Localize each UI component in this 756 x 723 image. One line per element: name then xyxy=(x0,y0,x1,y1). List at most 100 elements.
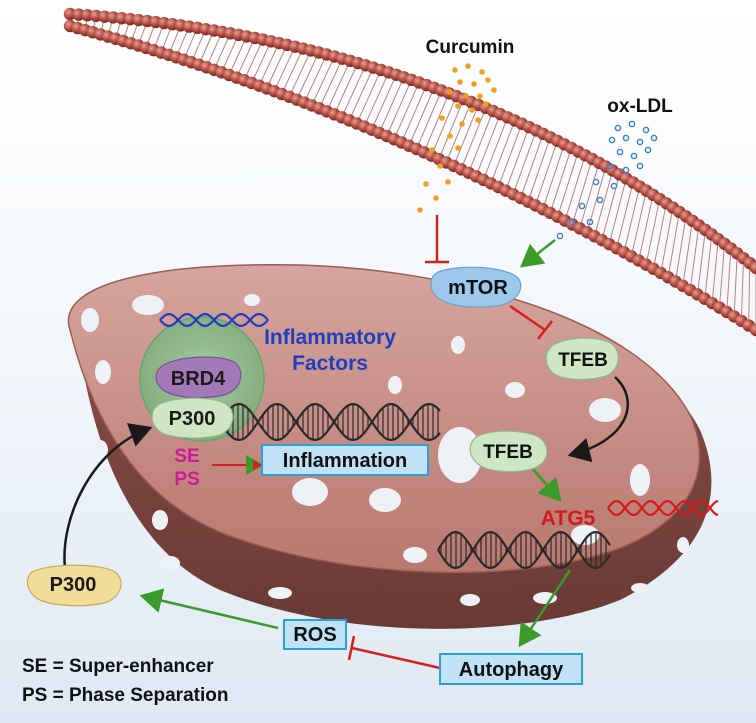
oxldl-particle xyxy=(622,166,630,174)
dna-strand xyxy=(437,530,611,570)
lipid-tail xyxy=(453,104,479,167)
oxldl-particle xyxy=(642,126,650,134)
oxldl-particle xyxy=(630,152,638,160)
p300-nucleus-label: P300 xyxy=(169,408,216,430)
cell-membrane-inner-leaflet xyxy=(63,19,756,337)
p300-cytoplasm-protein xyxy=(26,564,122,607)
lipid-tail xyxy=(674,216,687,282)
oxldl-particle xyxy=(568,218,576,226)
inflammatory-factors-line1: Inflammatory xyxy=(264,326,396,349)
legend-se: SE = Super-enhancer xyxy=(22,656,214,677)
mtor-inhibits-tfeb-arrow xyxy=(509,304,546,332)
lipid-tail xyxy=(696,229,706,295)
lipid-tail xyxy=(652,203,667,269)
lipid-tail xyxy=(711,239,719,304)
oxldl-particle xyxy=(636,162,644,170)
lipid-tail xyxy=(623,186,641,253)
dna-strand xyxy=(607,499,719,517)
lipid-tail xyxy=(266,44,288,89)
oxldl-particle xyxy=(628,120,636,128)
lipid-tail xyxy=(311,56,335,106)
lipid-tail xyxy=(348,67,374,121)
curcumin-dot xyxy=(455,145,461,151)
inflammation-label: Inflammation xyxy=(283,450,407,472)
oxldl-particle xyxy=(578,202,586,210)
lipid-tail xyxy=(512,130,537,195)
lipid-tail xyxy=(363,72,390,127)
ros-box xyxy=(283,619,347,650)
lipid-tail xyxy=(726,248,732,312)
tfeb-translocation-arrow xyxy=(567,376,630,463)
oxldl-particle xyxy=(606,162,614,170)
lipid-tail xyxy=(205,31,223,68)
lipid-tail xyxy=(579,162,600,229)
p300-nuclear-entry-arrow xyxy=(63,423,153,569)
tfeb-cytoplasm-label: TFEB xyxy=(558,350,608,371)
oxldl-particle xyxy=(622,134,630,142)
lipid-tail xyxy=(475,113,501,177)
lipid-tail xyxy=(423,93,450,153)
lipid-tail xyxy=(630,190,647,257)
brd4-protein xyxy=(155,356,242,399)
curcumin-dot xyxy=(475,117,481,123)
lipid-tail xyxy=(288,50,312,97)
dna-strand xyxy=(159,313,269,327)
curcumin-dot xyxy=(457,79,463,85)
curcumin-dot xyxy=(471,81,477,87)
curcumin-dot xyxy=(463,93,469,99)
lipid-tail xyxy=(258,42,280,86)
lipid-tail xyxy=(228,36,248,76)
oxldl-particle xyxy=(556,232,564,240)
lipid-tail xyxy=(740,258,745,321)
lipid-tail xyxy=(438,98,465,160)
curcumin-dot xyxy=(479,69,485,75)
oxldl-particle xyxy=(644,146,652,154)
ros-label: ROS xyxy=(293,624,336,646)
lipid-tail xyxy=(689,225,700,291)
lipid-head xyxy=(749,323,756,337)
lipid-tail xyxy=(468,110,494,173)
tfeb-nucleus-protein xyxy=(469,430,548,473)
curcumin-dot xyxy=(485,77,491,83)
lipid-tail xyxy=(243,39,264,81)
oxldl-particle xyxy=(650,134,658,142)
mrna-inflammatory-factors xyxy=(159,313,269,327)
dna-strand xyxy=(437,530,611,570)
lipid-tail xyxy=(281,48,304,95)
lipid-tail xyxy=(542,144,565,210)
lipid-tail xyxy=(497,123,523,188)
lipid-tail xyxy=(303,54,328,103)
lipid-head xyxy=(749,261,756,275)
lipid-tail xyxy=(430,95,457,156)
inhibit-bar xyxy=(347,635,356,661)
lipid-tail xyxy=(748,263,751,326)
lipid-tail xyxy=(408,87,435,146)
autophagy-inhibits-ros-arrow xyxy=(351,646,441,670)
lipid-tail xyxy=(378,77,405,134)
lipid-tail xyxy=(221,34,239,73)
curcumin-label: Curcumin xyxy=(426,37,515,58)
lipid-tail xyxy=(557,151,579,217)
oxldl-particle xyxy=(592,178,600,186)
autophagy-label: Autophagy xyxy=(459,659,564,681)
atg5-induces-autophagy-arrow xyxy=(518,569,572,648)
curcumin-dot xyxy=(452,67,458,73)
atg5-label: ATG5 xyxy=(541,507,596,530)
inhibit-bar xyxy=(537,320,553,340)
lipid-tail xyxy=(638,194,654,261)
dna-atg5-gene xyxy=(437,530,611,570)
lipid-tail xyxy=(682,220,693,286)
lipid-tail xyxy=(236,37,256,78)
lipid-tail xyxy=(505,126,530,191)
curcumin-dot xyxy=(439,115,445,121)
oxldl-particles xyxy=(556,120,658,240)
lipid-tail xyxy=(273,46,296,92)
curcumin-dot xyxy=(465,63,471,69)
curcumin-dot xyxy=(477,93,483,99)
lipid-tail xyxy=(564,155,586,221)
lipid-tail xyxy=(718,243,726,308)
mtor-label: mTOR xyxy=(448,277,508,299)
tfeb-nucleus-label: TFEB xyxy=(483,442,533,463)
